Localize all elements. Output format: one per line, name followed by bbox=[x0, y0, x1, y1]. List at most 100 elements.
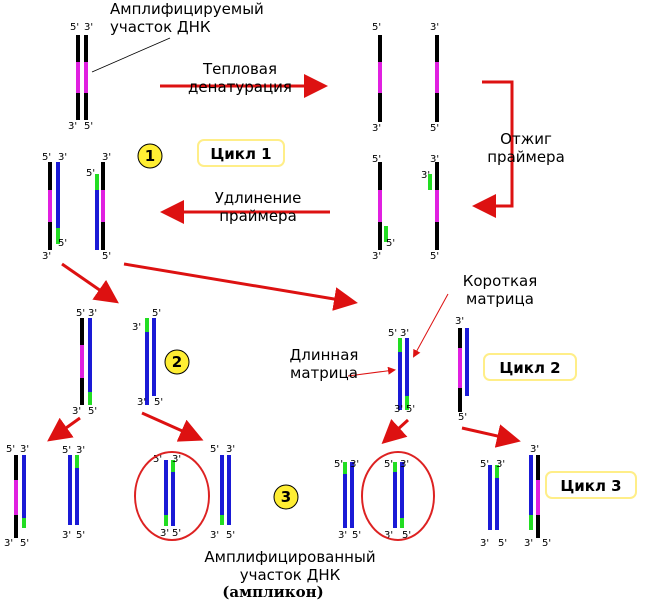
process-arrow bbox=[141, 411, 204, 442]
strand-segment bbox=[76, 35, 80, 62]
strand-end-label: 5' bbox=[42, 152, 51, 163]
strand-end-label: 3' bbox=[172, 454, 181, 465]
cycle-1-number: 1 bbox=[145, 147, 155, 165]
strand-end-label: 3' bbox=[210, 530, 219, 541]
strand-end-label: 5' bbox=[20, 538, 29, 549]
strand-end-label: 3' bbox=[530, 444, 539, 455]
strand-end-label: 5' bbox=[226, 530, 235, 541]
strand-end-label: 3' bbox=[4, 538, 13, 549]
strand-segment bbox=[435, 190, 439, 222]
strand-segment bbox=[435, 93, 439, 122]
strand-end-label: 5' bbox=[384, 459, 393, 470]
strand-end-label: 3' bbox=[84, 22, 93, 33]
strand-end-label: 5' bbox=[498, 538, 507, 549]
strand-segment bbox=[171, 472, 175, 526]
strand-end-label: 3' bbox=[132, 322, 141, 333]
cycle-3-label: Цикл 3 bbox=[545, 471, 637, 499]
strand-segment bbox=[84, 35, 88, 62]
cycle-1-label: Цикл 1 bbox=[197, 139, 285, 167]
strand-end-label: 3' bbox=[394, 404, 403, 415]
strand-segment bbox=[343, 462, 347, 474]
strand-segment bbox=[80, 318, 84, 345]
cycle-2-badge: 2 bbox=[164, 349, 190, 375]
strand-end-label: 3' bbox=[372, 251, 381, 262]
process-arrow bbox=[472, 80, 514, 218]
strand-end-label: 5' bbox=[86, 168, 95, 179]
strand-segment bbox=[378, 162, 382, 190]
strand-segment bbox=[75, 455, 79, 468]
strand-end-label: 3' bbox=[400, 459, 409, 470]
strand-segment bbox=[398, 352, 402, 410]
svg-text:Цикл 3: Цикл 3 bbox=[560, 477, 621, 495]
strand-end-label: 5' bbox=[153, 454, 162, 465]
strand-segment bbox=[393, 472, 397, 528]
strand-end-label: 5' bbox=[152, 308, 161, 319]
strand-segment bbox=[220, 455, 224, 515]
strand-segment bbox=[84, 93, 88, 120]
strand-end-label: 3' bbox=[88, 308, 97, 319]
strand-end-label: 5' bbox=[480, 459, 489, 470]
strand-segment bbox=[435, 62, 439, 93]
strand-segment bbox=[398, 338, 402, 352]
strand-segment bbox=[88, 392, 92, 405]
strand-segment bbox=[14, 515, 18, 538]
strand-end-label: 3' bbox=[524, 538, 533, 549]
strand-end-label: 5' bbox=[402, 530, 411, 541]
strand-end-label: 3' bbox=[372, 123, 381, 134]
strand-end-label: 5' bbox=[70, 22, 79, 33]
strand-segment bbox=[84, 62, 88, 93]
process-arrow bbox=[47, 416, 81, 442]
process-arrows bbox=[47, 37, 521, 448]
strand-segment bbox=[22, 518, 26, 528]
strand-end-label: 3' bbox=[496, 459, 505, 470]
strand-segment bbox=[400, 462, 404, 518]
strand-segment bbox=[220, 515, 224, 525]
strand-end-label: 5' bbox=[386, 238, 395, 249]
strand-end-label: 3' bbox=[455, 316, 464, 327]
strand-segment bbox=[435, 162, 439, 190]
strand-end-label: 5' bbox=[372, 154, 381, 165]
process-arrow bbox=[347, 366, 396, 377]
strand-end-label: 3' bbox=[20, 444, 29, 455]
strand-segment bbox=[171, 460, 175, 472]
strand-segment bbox=[101, 162, 105, 190]
strand-segment bbox=[458, 348, 462, 388]
strand-segment bbox=[145, 332, 149, 405]
strand-segment bbox=[529, 455, 533, 480]
strand-segment bbox=[68, 455, 72, 525]
strand-segment bbox=[80, 345, 84, 378]
process-arrow bbox=[461, 424, 521, 448]
strand-end-label: 5' bbox=[88, 406, 97, 417]
strand-segment bbox=[76, 93, 80, 120]
strand-end-label: 3' bbox=[430, 22, 439, 33]
strand-segment bbox=[458, 328, 462, 348]
strand-segment bbox=[536, 515, 540, 538]
strand-segment bbox=[529, 480, 533, 515]
strand-segment bbox=[56, 228, 60, 244]
strand-end-label: 5' bbox=[6, 444, 15, 455]
strand-end-label: 5' bbox=[334, 459, 343, 470]
process-arrow bbox=[61, 262, 119, 304]
strand-segment bbox=[48, 222, 52, 250]
strand-segment bbox=[343, 474, 347, 528]
strand-end-label: 3' bbox=[160, 528, 169, 539]
strand-segment bbox=[393, 462, 397, 472]
process-arrow bbox=[413, 293, 449, 358]
strand-segment bbox=[378, 62, 382, 93]
strand-segment bbox=[14, 480, 18, 515]
strand-segment bbox=[76, 62, 80, 93]
process-arrow bbox=[123, 262, 358, 311]
strand-segment bbox=[56, 162, 60, 228]
strand-segment bbox=[405, 338, 409, 396]
strand-end-label: 5' bbox=[388, 328, 397, 339]
strand-end-label: 3' bbox=[68, 121, 77, 132]
strand-end-label: 3' bbox=[350, 459, 359, 470]
strand-end-label: 3' bbox=[102, 152, 111, 163]
strand-end-label: 5' bbox=[102, 251, 111, 262]
strand-segment bbox=[458, 388, 462, 412]
strand-segment bbox=[465, 328, 469, 396]
